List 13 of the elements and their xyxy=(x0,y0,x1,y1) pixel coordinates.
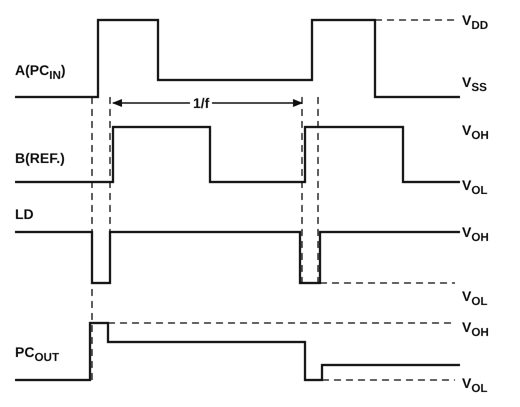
voltage-level: V$_{OH}$ xyxy=(462,122,489,144)
voltage-level: V$_{OH}$ xyxy=(462,319,489,341)
signal-name: PC$_{OUT}$ xyxy=(15,344,60,366)
signal-name: LD xyxy=(15,206,34,222)
period-label: 1/f xyxy=(190,95,212,111)
voltage-level: V$_{DD}$ xyxy=(462,12,488,34)
signal-name: A(PC$_{IN}$) xyxy=(15,62,66,84)
voltage-level: V$_{OL}$ xyxy=(462,177,488,199)
voltage-level: V$_{OL}$ xyxy=(462,375,488,397)
signal-name: B(REF.) xyxy=(15,150,65,166)
voltage-level: V$_{OL}$ xyxy=(462,288,488,310)
voltage-level: V$_{SS}$ xyxy=(462,74,487,96)
voltage-level: V$_{OH}$ xyxy=(462,224,489,246)
